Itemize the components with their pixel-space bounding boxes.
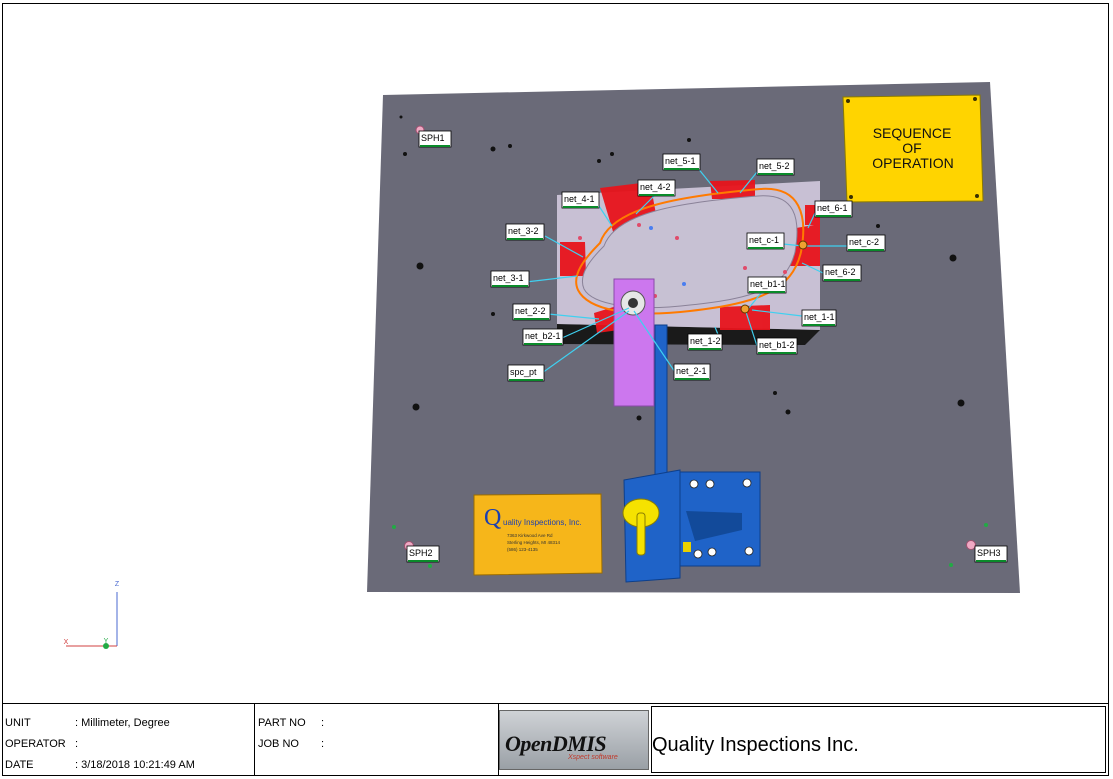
label-net_b1-2: net_b1-2	[756, 337, 798, 355]
label-net_2-2: net_2-2	[512, 303, 551, 321]
label-net_3-1: net_3-1	[490, 270, 530, 288]
svg-text:net_1-2: net_1-2	[690, 336, 721, 346]
label-SPH1: SPH1	[418, 130, 452, 148]
company-plate-initial: Q	[484, 505, 501, 531]
feature-labels: SPH1 SPH2 SPH3 net_5-1 net_5-2 net_4-1 n…	[406, 130, 1008, 563]
label-spc_pt: spc_pt	[507, 364, 545, 382]
label-SPH2: SPH2	[406, 545, 440, 563]
svg-text:SPH2: SPH2	[409, 548, 433, 558]
label-net_1-2: net_1-2	[687, 333, 723, 351]
company-plate-name: uality Inspections, Inc.	[503, 518, 582, 527]
svg-text:SPH3: SPH3	[977, 548, 1001, 558]
company-plate-address-2: Sterling Heights, MI 48314	[507, 540, 561, 545]
company-name: Quality Inspections Inc.	[652, 734, 859, 756]
unit-row: UNIT: Millimeter, Degree	[5, 717, 170, 729]
label-net_2-1: net_2-1	[673, 363, 711, 381]
opendmis-logo: OpenDMIS Xspect software	[499, 710, 649, 770]
label-net_c-1: net_c-1	[746, 232, 785, 250]
label-net_b2-1: net_b2-1	[522, 328, 564, 346]
part-no-row: PART NO:	[258, 717, 325, 729]
label-net_5-2: net_5-2	[756, 158, 795, 176]
label-net_4-1: net_4-1	[561, 191, 600, 209]
label-net_5-1: net_5-1	[662, 153, 701, 171]
company-plate: Q uality Inspections, Inc. 7363 Kirkwood…	[473, 493, 603, 576]
svg-text:net_2-1: net_2-1	[676, 366, 707, 376]
date-row: DATE: 3/18/2018 10:21:49 AM	[5, 759, 195, 771]
label-net_c-2: net_c-2	[846, 234, 886, 252]
clamp-assembly	[622, 324, 761, 583]
svg-text:net_2-2: net_2-2	[515, 306, 546, 316]
axis-x-label: X	[64, 639, 69, 646]
plate-holes	[399, 115, 965, 421]
svg-text:net_4-1: net_4-1	[564, 194, 595, 204]
svg-text:net_b1-1: net_b1-1	[750, 279, 786, 289]
footer-info-cell: UNIT: Millimeter, Degree OPERATOR: DATE:…	[2, 704, 255, 776]
svg-text:net_5-2: net_5-2	[759, 161, 790, 171]
sign-line-1: SEQUENCE	[873, 125, 952, 141]
operator-row: OPERATOR:	[5, 738, 79, 750]
label-SPH3: SPH3	[974, 545, 1008, 563]
axis-z-label: Z	[115, 581, 120, 588]
clamp-handle	[622, 498, 660, 556]
company-box: Quality Inspections Inc.	[651, 706, 1106, 773]
svg-text:net_3-2: net_3-2	[508, 226, 539, 236]
svg-text:net_c-2: net_c-2	[849, 237, 879, 247]
label-net_1-1: net_1-1	[801, 309, 837, 327]
svg-text:net_6-2: net_6-2	[825, 267, 856, 277]
svg-text:net_b2-1: net_b2-1	[525, 331, 561, 341]
label-net_6-2: net_6-2	[822, 264, 862, 282]
svg-text:net_4-2: net_4-2	[640, 182, 671, 192]
3d-viewport[interactable]: SEQUENCE OF OPERATION	[0, 0, 1113, 703]
svg-text:net_6-1: net_6-1	[817, 203, 848, 213]
axis-y-label: Y	[104, 638, 109, 645]
svg-text:net_c-1: net_c-1	[749, 235, 779, 245]
label-net_6-1: net_6-1	[814, 200, 853, 218]
svg-text:SPH1: SPH1	[421, 133, 445, 143]
svg-text:net_b1-2: net_b1-2	[759, 340, 795, 350]
company-plate-address-3: (586) 123-4135	[507, 547, 538, 552]
sign-line-3: OPERATION	[872, 155, 953, 171]
locator-arm	[613, 278, 655, 407]
sign-line-2: OF	[902, 140, 921, 156]
report-footer: UNIT: Millimeter, Degree OPERATOR: DATE:…	[2, 703, 1109, 776]
axis-triad: Z X Y	[64, 581, 120, 649]
sequence-of-operation-sign: SEQUENCE OF OPERATION	[842, 94, 984, 203]
svg-text:net_3-1: net_3-1	[493, 273, 524, 283]
job-no-row: JOB NO:	[258, 738, 325, 750]
footer-part-cell: PART NO: JOB NO:	[255, 704, 499, 776]
label-net_b1-1: net_b1-1	[747, 276, 787, 294]
svg-text:spc_pt: spc_pt	[510, 367, 537, 377]
company-plate-address-1: 7363 Kirkwood Ave Rd	[507, 533, 553, 538]
footer-brand-cell: OpenDMIS Xspect software Quality Inspect…	[499, 704, 1109, 776]
label-net_4-2: net_4-2	[637, 179, 676, 197]
svg-text:net_5-1: net_5-1	[665, 156, 696, 166]
report-frame	[2, 3, 1109, 776]
label-net_3-2: net_3-2	[505, 223, 545, 241]
svg-text:net_1-1: net_1-1	[804, 312, 835, 322]
